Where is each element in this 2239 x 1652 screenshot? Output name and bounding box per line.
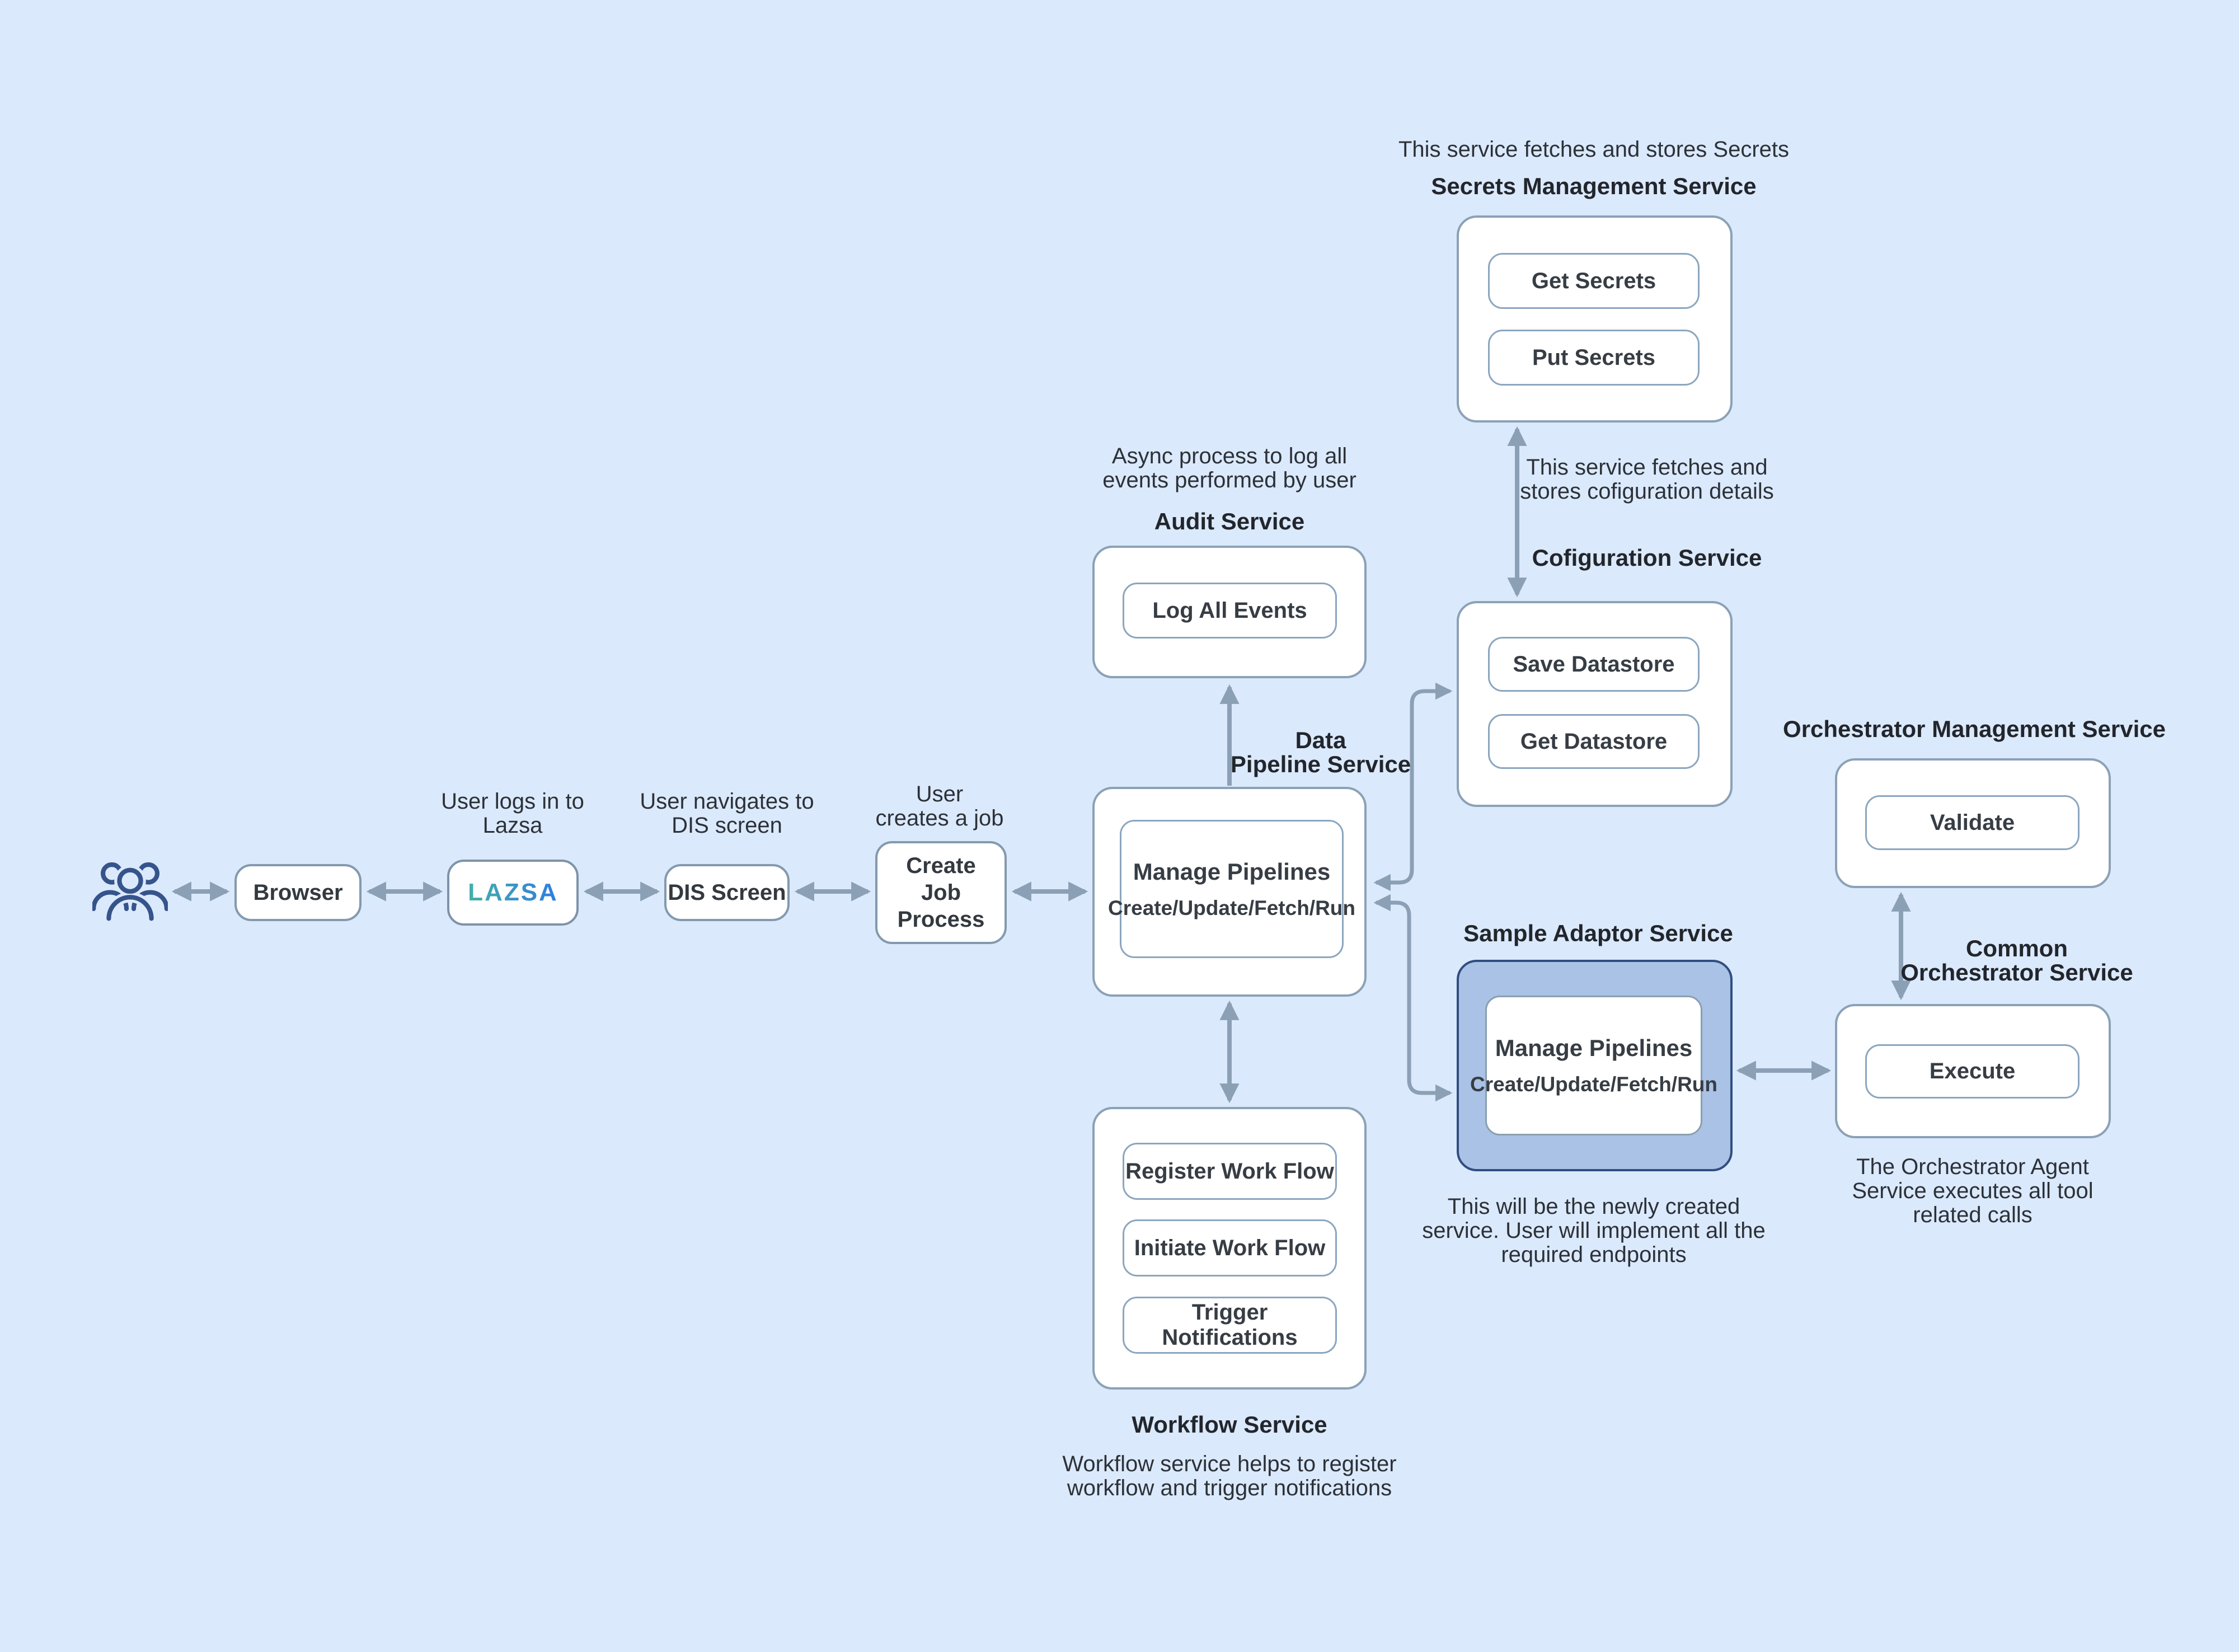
validate-label: Validate: [1930, 810, 2015, 835]
data-pipeline-manage-pipelines: Manage Pipelines Create/Update/Fetch/Run: [1108, 820, 1355, 958]
arrow-datapipeline-sampleadaptor-elbow: [1373, 894, 1453, 1102]
users-icon: [92, 862, 168, 922]
register-workflow-label: Register Work Flow: [1125, 1158, 1334, 1184]
sample-adaptor-manage-pipelines: Manage Pipelines Create/Update/Fetch/Run: [1470, 996, 1717, 1135]
secrets-put-secrets: Put Secrets: [1488, 330, 1700, 386]
execute-label: Execute: [1929, 1059, 2016, 1083]
audit-service-note: Async process to log all events performe…: [1102, 444, 1356, 492]
manage-pipelines-sub-label: Create/Update/Fetch/Run: [1108, 896, 1356, 919]
sample-adaptor-title: Sample Adaptor Service: [1463, 920, 1733, 946]
node-browser: Browser: [234, 864, 362, 921]
get-datastore-label: Get Datastore: [1520, 729, 1668, 754]
configuration-get-datastore: Get Datastore: [1488, 714, 1700, 769]
create-job-line-2: Job: [921, 880, 961, 905]
node-lazsa: LAZSA: [447, 860, 579, 926]
common-orchestrator-title: Common Orchestrator Service: [1900, 935, 2133, 985]
secrets-service-title: Secrets Management Service: [1431, 173, 1757, 199]
secrets-service-box: [1457, 215, 1733, 423]
configuration-service-box: [1457, 601, 1733, 807]
trigger-notifications-label: Trigger Notifications: [1162, 1300, 1298, 1350]
lazsa-logo-text: LAZSA: [468, 879, 558, 906]
audit-service-title: Audit Service: [1154, 508, 1305, 534]
configuration-service-title: Cofiguration Service: [1532, 545, 1762, 571]
configuration-service-note: This service fetches and stores cofigura…: [1520, 455, 1774, 504]
manage-pipelines-label: Manage Pipelines: [1133, 858, 1331, 885]
initiate-workflow-label: Initiate Work Flow: [1134, 1235, 1326, 1260]
data-pipeline-service-title: Data Pipeline Service: [1230, 727, 1411, 777]
create-job-line-3: Process: [897, 907, 985, 932]
workflow-service-note: Workflow service helps to register workf…: [1062, 1452, 1397, 1500]
dis-screen-label: DIS Screen: [668, 880, 786, 905]
audit-log-all-events: Log All Events: [1123, 583, 1337, 639]
common-orchestrator-execute: Execute: [1865, 1044, 2080, 1099]
lazsa-logo: LAZSA: [468, 879, 558, 906]
workflow-service-title: Workflow Service: [1132, 1411, 1327, 1438]
orchestrator-validate: Validate: [1865, 795, 2080, 850]
workflow-register: Register Work Flow: [1123, 1143, 1337, 1200]
secrets-get-secrets: Get Secrets: [1488, 253, 1700, 309]
get-secrets-label: Get Secrets: [1531, 268, 1656, 293]
arrow-datapipeline-configuration-elbow: [1373, 682, 1453, 891]
workflow-trigger-notifications: Trigger Notifications: [1123, 1297, 1337, 1354]
orchestrator-mgmt-title: Orchestrator Management Service: [1783, 716, 2166, 742]
annotation-user-navigates: User navigates to DIS screen: [640, 789, 814, 838]
sample-adaptor-note: This will be the newly created service. …: [1422, 1194, 1766, 1267]
workflow-initiate: Initiate Work Flow: [1123, 1219, 1337, 1276]
sample-manage-pipelines-sub-label: Create/Update/Fetch/Run: [1470, 1073, 1718, 1096]
sample-manage-pipelines-label: Manage Pipelines: [1495, 1035, 1693, 1061]
save-datastore-label: Save Datastore: [1513, 651, 1675, 677]
log-all-events-label: Log All Events: [1152, 598, 1307, 623]
put-secrets-label: Put Secrets: [1532, 345, 1656, 370]
secrets-service-note: This service fetches and stores Secrets: [1398, 137, 1790, 162]
node-create-job-process: Create Job Process: [875, 841, 1007, 944]
annotation-user-logs-in: User logs in to Lazsa: [441, 789, 584, 838]
annotation-user-creates-job: User creates a job: [875, 782, 1004, 830]
configuration-save-datastore: Save Datastore: [1488, 637, 1700, 692]
create-job-line-1: Create: [906, 853, 976, 878]
common-orchestrator-note: The Orchestrator Agent Service executes …: [1852, 1154, 2094, 1227]
browser-label: Browser: [253, 880, 343, 905]
node-dis-screen: DIS Screen: [664, 864, 790, 921]
